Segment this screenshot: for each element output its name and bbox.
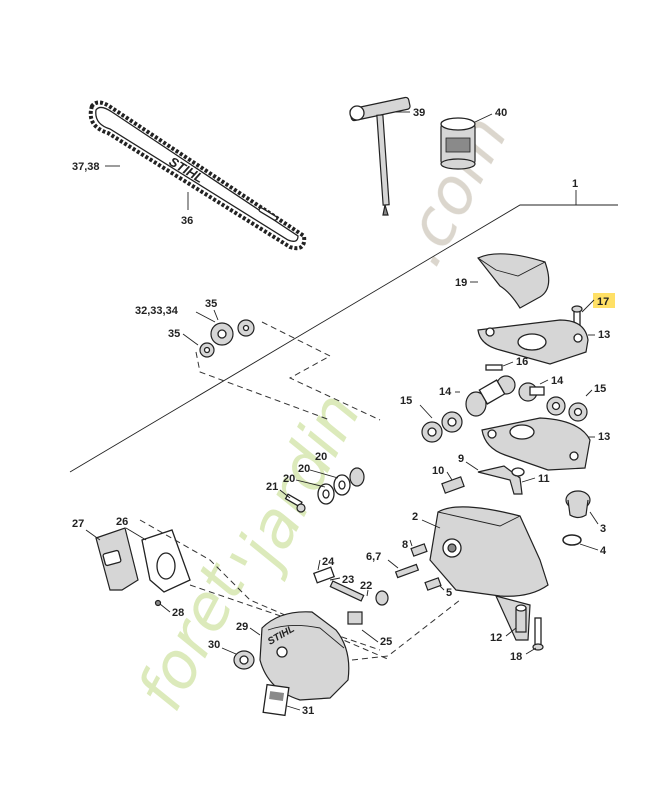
label-37-38: 37,38 <box>72 161 100 173</box>
grease-tube <box>440 117 476 170</box>
label-20-c: 20 <box>283 473 295 485</box>
label-1: 1 <box>572 178 578 190</box>
main-housing <box>429 506 549 641</box>
chain-tensioner <box>312 566 389 625</box>
label-6-7: 6,7 <box>366 551 381 563</box>
label-9: 9 <box>458 453 464 465</box>
assembly-boundary <box>69 204 618 473</box>
chain-sprocket-cover: STIHL <box>259 611 350 701</box>
label-26: 26 <box>116 516 128 528</box>
label-25: 25 <box>380 636 392 648</box>
label-39: 39 <box>413 107 425 119</box>
label-2: 2 <box>412 511 418 523</box>
label-36: 36 <box>181 215 193 227</box>
gear-housing-top <box>477 319 589 365</box>
label-3: 3 <box>600 523 606 535</box>
bearings-right <box>546 396 588 422</box>
label-30: 30 <box>208 639 220 651</box>
label-35-top: 35 <box>205 298 217 310</box>
label-40: 40 <box>495 107 507 119</box>
label-11: 11 <box>538 473 550 485</box>
oil-pump-lever <box>477 465 525 495</box>
seal-ring <box>562 534 582 546</box>
bearings-left <box>421 411 463 443</box>
screw-18 <box>532 617 544 651</box>
label-14-left: 14 <box>439 386 452 398</box>
label-15-left: 15 <box>400 395 412 407</box>
gear-housing-bottom <box>481 417 591 471</box>
label-31: 31 <box>302 705 314 717</box>
watermark-jardin: 'jardin <box>217 381 376 592</box>
combination-wrench <box>349 96 411 216</box>
label-15-right: 15 <box>594 383 606 395</box>
label-17: 17 <box>597 296 609 308</box>
label-16: 16 <box>516 356 528 368</box>
stud-bolt <box>394 543 428 579</box>
label-18: 18 <box>510 651 522 663</box>
label-12: 12 <box>490 632 502 644</box>
label-4: 4 <box>600 545 607 557</box>
label-23: 23 <box>342 574 354 586</box>
sprocket-guide-line <box>261 321 381 421</box>
label-22: 22 <box>360 580 372 592</box>
label-35-left: 35 <box>168 328 180 340</box>
label-28: 28 <box>172 607 184 619</box>
cover-guide-line <box>351 599 461 661</box>
screw-28 <box>154 599 162 607</box>
label-27: 27 <box>72 518 84 530</box>
label-14-right: 14 <box>551 375 564 387</box>
outer-guide-plate <box>95 527 139 591</box>
guide-bar: STIHL <box>88 100 307 251</box>
label-5: 5 <box>446 587 452 599</box>
bevel-gear-right <box>518 382 545 402</box>
label-10: 10 <box>432 465 444 477</box>
label-20-a: 20 <box>315 451 327 463</box>
highlight-17 <box>593 293 615 308</box>
washers-20 <box>317 467 365 505</box>
label-21: 21 <box>266 481 278 493</box>
label-19: 19 <box>455 277 467 289</box>
label-13-top: 13 <box>598 329 610 341</box>
sprocket-cover <box>477 253 550 309</box>
label-20-b: 20 <box>298 463 310 475</box>
label-24: 24 <box>322 556 335 568</box>
sleeve-12 <box>515 604 527 633</box>
label-13-bottom: 13 <box>598 431 610 443</box>
label-29: 29 <box>236 621 248 633</box>
rim-sprocket <box>199 319 255 358</box>
oil-adjust-screw <box>441 476 465 494</box>
label-8: 8 <box>402 539 408 551</box>
label-32-34: 32,33,34 <box>135 305 179 317</box>
watermark-foret: foret <box>124 551 262 723</box>
screw-17 <box>571 305 583 331</box>
oil-tank-cap <box>565 490 591 519</box>
bolt-5 <box>424 577 442 591</box>
inner-guide-plate <box>141 529 191 593</box>
bevel-gear-left <box>465 375 516 417</box>
collar-nut <box>233 650 255 670</box>
pin-16 <box>485 364 503 371</box>
label-sticker <box>262 683 290 717</box>
